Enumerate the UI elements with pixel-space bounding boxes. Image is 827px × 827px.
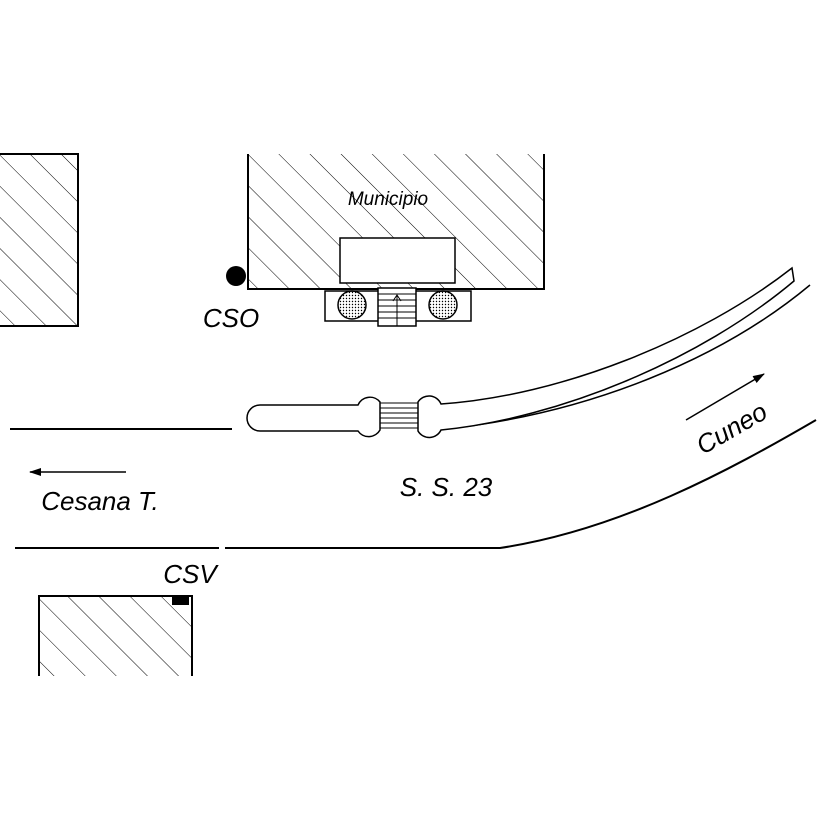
entrance bbox=[324, 287, 472, 327]
planter-left-icon bbox=[337, 290, 367, 320]
east-arrow-icon bbox=[685, 373, 765, 421]
csv-label: CSV bbox=[163, 559, 219, 589]
municipio-inner-block bbox=[339, 237, 456, 284]
cso-station-icon bbox=[226, 266, 246, 286]
road-name-label: S. S. 23 bbox=[400, 472, 493, 502]
traffic-island bbox=[246, 266, 795, 439]
road-south-edge bbox=[15, 419, 817, 549]
cso-label: CSO bbox=[203, 303, 259, 333]
building-bottom bbox=[38, 595, 193, 676]
stairs-icon bbox=[377, 287, 417, 327]
pedestrian-crossing-icon bbox=[380, 402, 418, 429]
planter-right-icon bbox=[428, 290, 458, 320]
municipio-label: Municipio bbox=[348, 189, 428, 210]
csv-station-icon bbox=[172, 596, 189, 605]
municipio-building: Municipio bbox=[247, 154, 545, 290]
west-direction-label: Cesana T. bbox=[41, 486, 159, 516]
building-left bbox=[0, 153, 79, 327]
